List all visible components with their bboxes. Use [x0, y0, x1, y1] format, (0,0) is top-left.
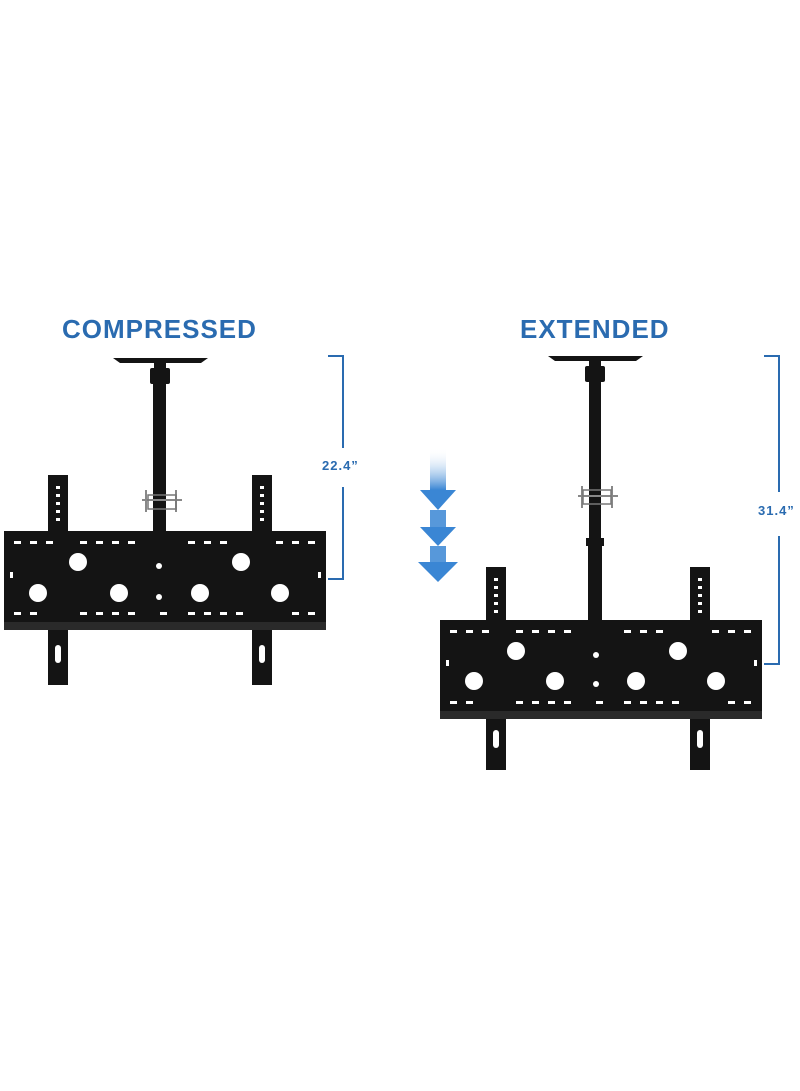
compressed-height-label: 22.4”	[322, 458, 359, 473]
compressed-title: COMPRESSED	[62, 314, 257, 344]
extended-mount	[440, 356, 762, 770]
extended-title: EXTENDED	[520, 314, 670, 344]
down-arrows-icon	[418, 448, 458, 582]
compressed-dimension-bracket	[328, 355, 344, 580]
compressed-mount	[4, 358, 326, 685]
extended-dimension-bracket	[764, 355, 780, 665]
extended-height-label: 31.4”	[758, 503, 795, 518]
